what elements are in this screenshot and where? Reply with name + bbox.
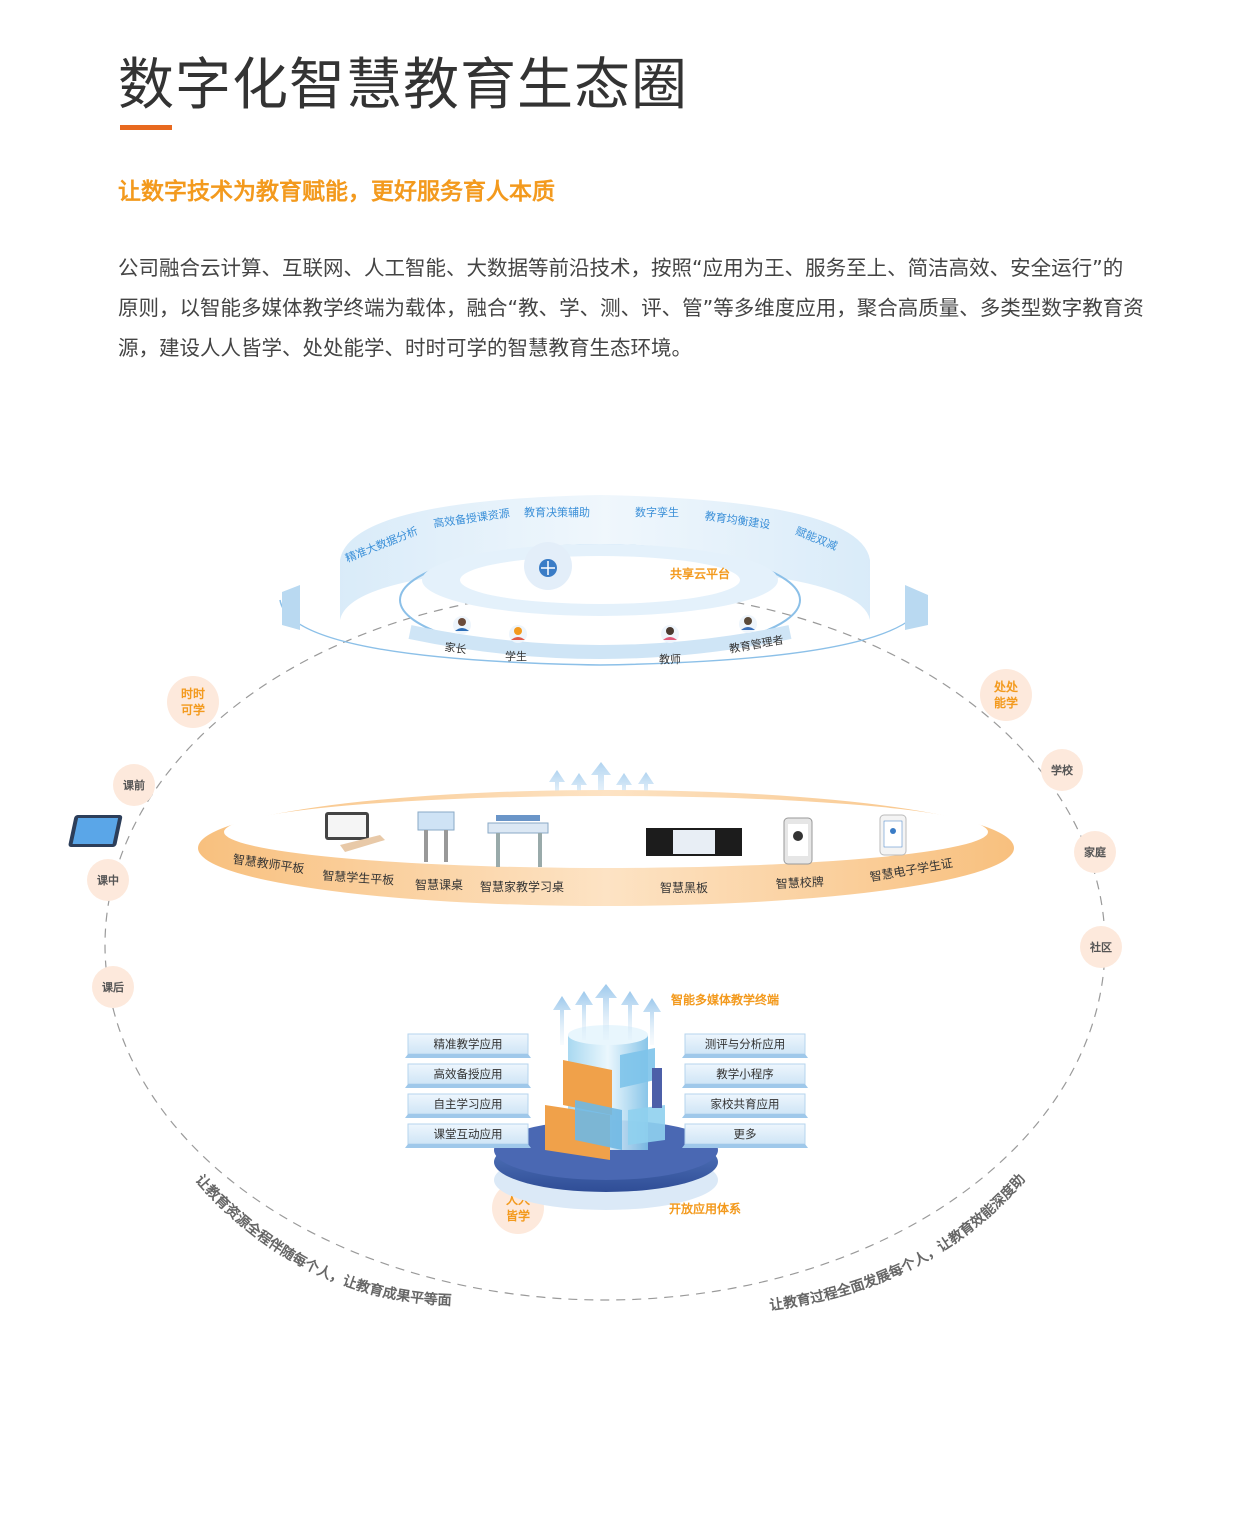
device-ring: 智慧教师平板 智慧学生平板 智慧课桌 智慧家教学习桌 智慧黑板 智慧校牌 智慧电… bbox=[68, 762, 1014, 906]
intro-line-2: 原则，以智能多媒体教学终端为载体，融合“教、学、测、评、管”等多维度应用，聚合高… bbox=[118, 296, 1144, 320]
device-label: 智慧校牌 bbox=[775, 874, 824, 891]
smart-badge-icon bbox=[783, 817, 813, 865]
node-label: 皆学 bbox=[506, 1208, 530, 1223]
device-label: 智慧学生平板 bbox=[322, 868, 395, 888]
node-label: 课后 bbox=[102, 980, 124, 994]
user-avatar-icon bbox=[453, 615, 757, 643]
page-subtitle: 让数字技术为教育赋能，更好服务育人本质 bbox=[118, 179, 555, 205]
node-label: 家庭 bbox=[1084, 845, 1106, 859]
intro-line-1: 公司融合云计算、互联网、人工智能、大数据等前沿技术，按照“应用为王、服务至上、简… bbox=[118, 256, 1124, 280]
cloud-ring: 共享云平台 精准大数据分析 高效备授课资源 教育决策辅助 数字孪生 教育均衡建设… bbox=[279, 495, 928, 666]
device-label: 智慧课桌 bbox=[415, 877, 463, 892]
device-label: 智慧家教学习桌 bbox=[480, 879, 564, 894]
app-label: 课堂互动应用 bbox=[434, 1127, 503, 1141]
home-desk-icon bbox=[487, 815, 549, 867]
app-label: 高效备授应用 bbox=[434, 1067, 503, 1081]
cloud-icon bbox=[524, 542, 572, 590]
terminal-label: 智能多媒体教学终端 bbox=[670, 992, 779, 1007]
app-label: 精准教学应用 bbox=[434, 1037, 503, 1051]
app-label: 更多 bbox=[734, 1127, 757, 1141]
title-accent-bar bbox=[120, 125, 172, 130]
node-label: 社区 bbox=[1089, 940, 1112, 954]
user-label: 学生 bbox=[505, 649, 527, 663]
right-app-buttons: 测评与分析应用 教学小程序 家校共育应用 更多 bbox=[682, 1033, 808, 1148]
time-node: 课前 课中 课后 bbox=[87, 764, 155, 1008]
node-label: 课中 bbox=[97, 873, 119, 887]
page-title: 数字化智慧教育生态圈 bbox=[118, 53, 688, 118]
intro-line-3: 源，建设人人皆学、处处能学、时时可学的智慧教育生态环境。 bbox=[118, 336, 692, 360]
app-label: 自主学习应用 bbox=[434, 1097, 503, 1111]
student-tablet-icon bbox=[325, 812, 385, 852]
node-label: 处处 bbox=[993, 679, 1019, 694]
terminal-platform: 智能多媒体教学终端 开放应用体系 精准教学应用 高效备授应用 自主学习应用 课堂… bbox=[405, 984, 808, 1216]
ecosystem-diagram: 共享云平台 精准大数据分析 高效备授课资源 教育决策辅助 数字孪生 教育均衡建设… bbox=[0, 420, 1122, 1314]
node-label: 时时 bbox=[181, 686, 205, 701]
left-app-buttons: 精准教学应用 高效备授应用 自主学习应用 课堂互动应用 bbox=[405, 1033, 531, 1148]
cloud-item: 数字孪生 bbox=[635, 505, 679, 519]
node-label: 课前 bbox=[123, 778, 145, 792]
node-label: 能学 bbox=[994, 695, 1018, 710]
student-card-icon bbox=[879, 814, 907, 856]
device-label: 智慧黑板 bbox=[660, 880, 708, 895]
cloud-center-label: 共享云平台 bbox=[670, 566, 730, 581]
app-panel-icon bbox=[545, 1048, 665, 1160]
tablet-icon bbox=[68, 815, 123, 847]
app-label: 教学小程序 bbox=[716, 1067, 774, 1081]
node-label: 学校 bbox=[1051, 763, 1074, 777]
app-label: 家校共育应用 bbox=[711, 1097, 780, 1111]
smart-blackboard-icon bbox=[646, 828, 742, 856]
cloud-item: 教育决策辅助 bbox=[524, 505, 590, 519]
circle-node-chuchu: 处处 能学 bbox=[980, 669, 1032, 721]
intro-paragraph: 公司融合云计算、互联网、人工智能、大数据等前沿技术，按照“应用为王、服务至上、简… bbox=[118, 248, 1178, 368]
app-label: 测评与分析应用 bbox=[705, 1037, 786, 1051]
desk-icon bbox=[417, 811, 455, 862]
node-label: 可学 bbox=[181, 702, 205, 717]
place-node: 学校 家庭 社区 bbox=[1041, 749, 1122, 968]
user-label: 家长 bbox=[444, 640, 468, 657]
circle-node-shishi: 时时 可学 bbox=[167, 676, 219, 728]
up-arrows-icon bbox=[553, 984, 661, 1045]
terminal-base-label: 开放应用体系 bbox=[669, 1201, 741, 1216]
user-label: 教师 bbox=[659, 653, 681, 666]
